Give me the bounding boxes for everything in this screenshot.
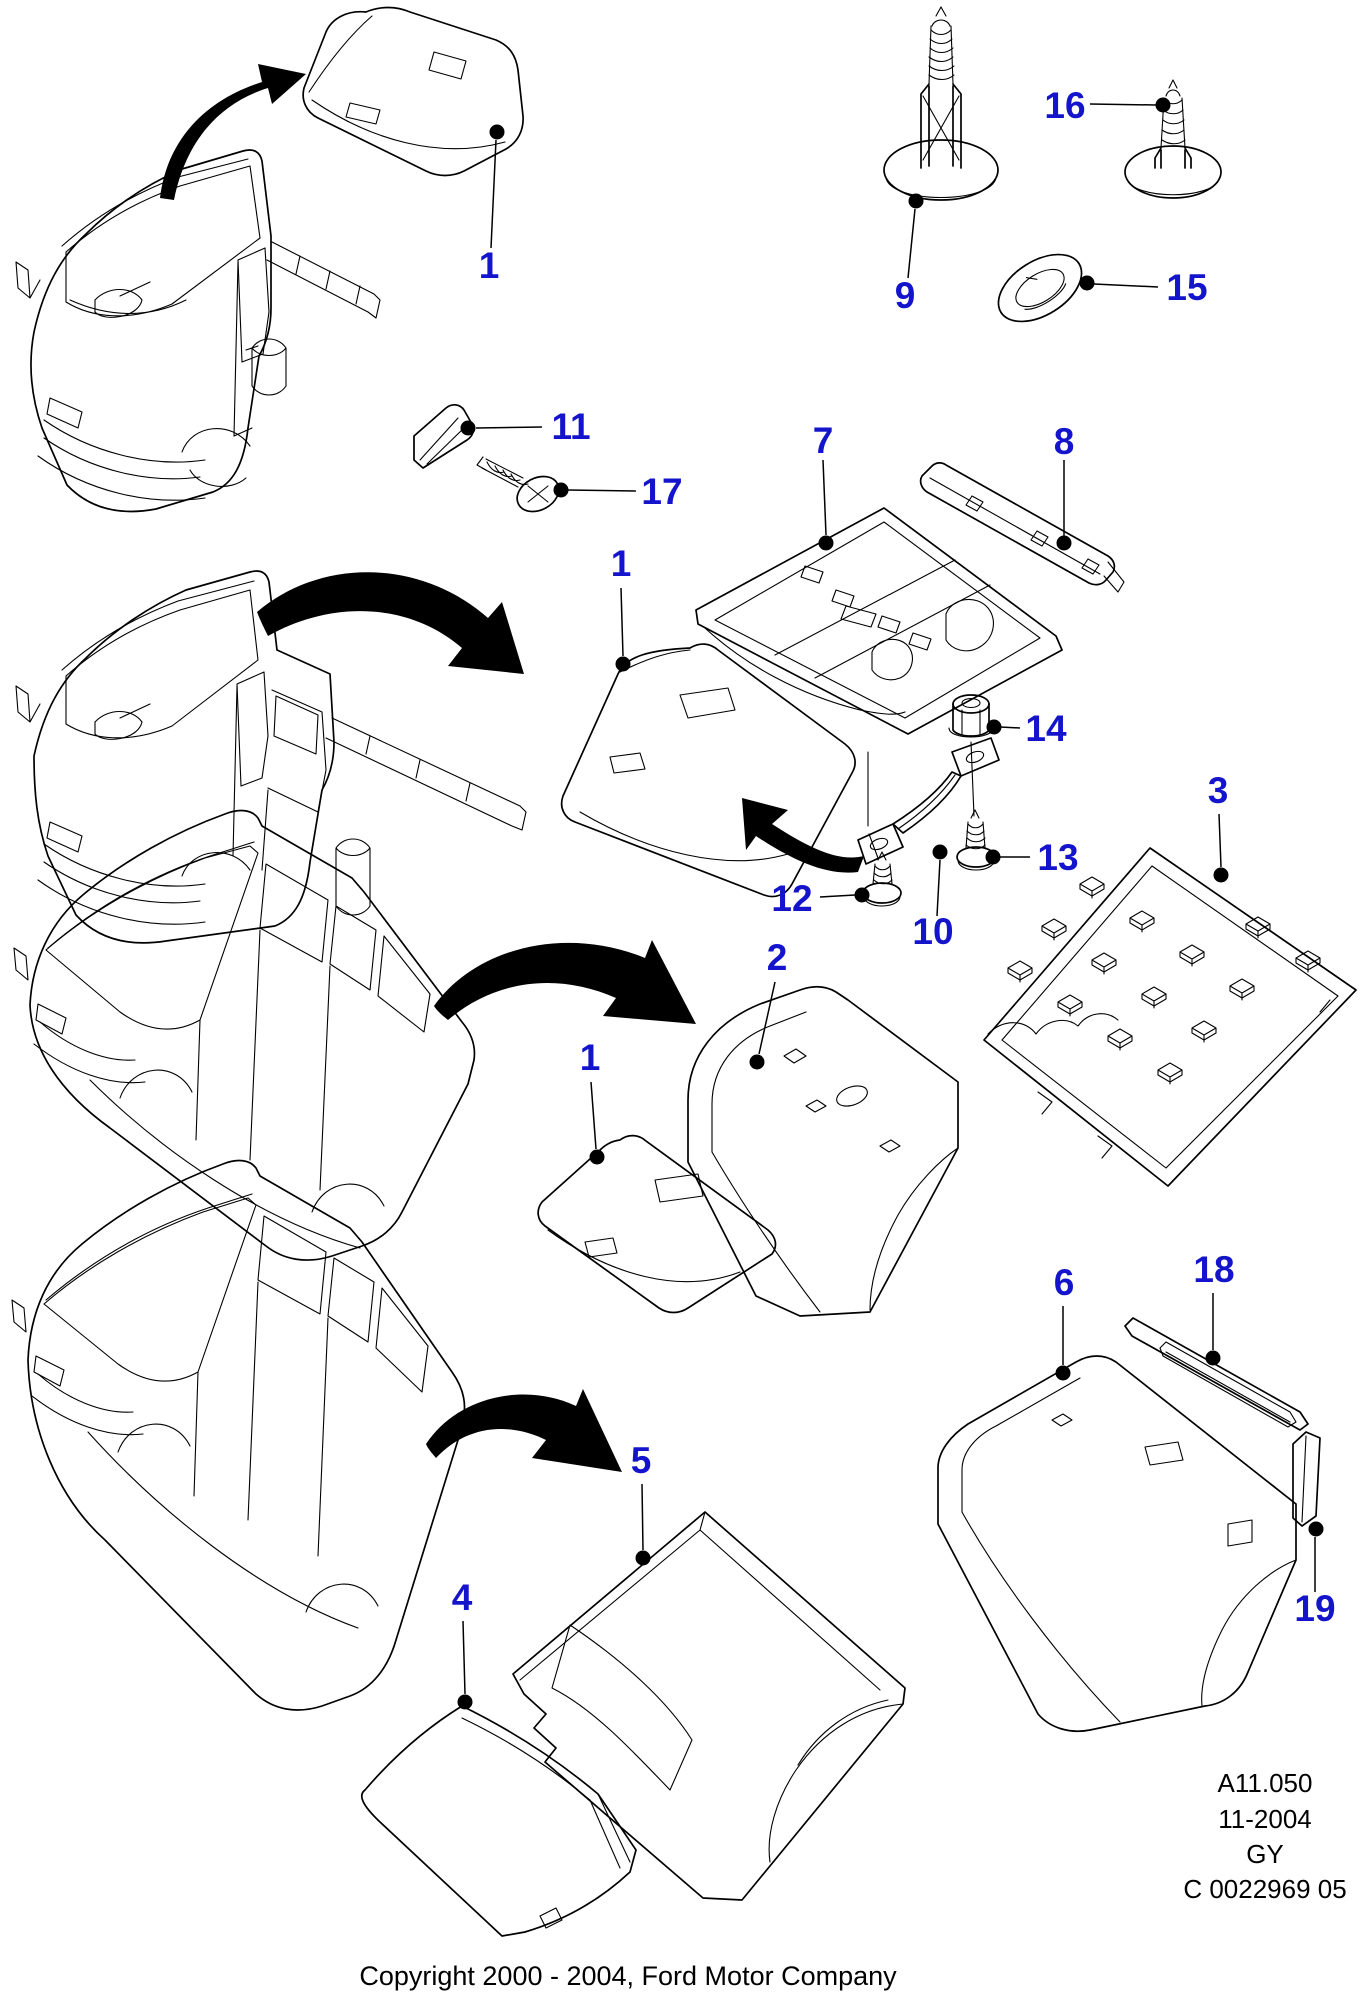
- callout-1b[interactable]: 1: [611, 543, 632, 672]
- transfer-arrow-2: [257, 572, 524, 674]
- svg-text:13: 13: [1037, 837, 1078, 878]
- grommet-15: [997, 253, 1083, 323]
- callout-7[interactable]: 7: [813, 420, 834, 551]
- svg-text:6: 6: [1054, 1262, 1075, 1303]
- svg-text:1: 1: [611, 543, 632, 584]
- van-double-cab-drawing: [15, 570, 527, 944]
- van-long-drawing: [11, 1159, 466, 1711]
- part-headlining-panel-1c: [537, 1134, 777, 1314]
- doc-code: GY: [1246, 1839, 1284, 1869]
- van-minibus-drawing: [13, 809, 476, 1261]
- callout-13[interactable]: 13: [985, 837, 1079, 878]
- svg-text:1: 1: [580, 1037, 601, 1078]
- callout-17[interactable]: 17: [553, 471, 683, 512]
- callout-4[interactable]: 4: [452, 1577, 473, 1710]
- callout-3[interactable]: 3: [1208, 770, 1229, 883]
- part-roof-cover-2: [687, 986, 959, 1317]
- svg-text:4: 4: [452, 1577, 473, 1618]
- part-studded-panel-3: [983, 847, 1357, 1187]
- svg-text:16: 16: [1044, 85, 1085, 126]
- callout-16[interactable]: 16: [1044, 85, 1171, 126]
- callout-1a[interactable]: 1: [479, 124, 505, 287]
- part-windscreen-cover-4: [361, 1705, 637, 1937]
- van-chassis-cab-drawing: [15, 149, 381, 513]
- svg-text:14: 14: [1025, 708, 1067, 749]
- svg-text:3: 3: [1208, 770, 1229, 811]
- part-strip-18: [1124, 1317, 1309, 1431]
- part-roof-cover-5: [512, 1511, 906, 1901]
- callout-8[interactable]: 8: [1054, 421, 1075, 551]
- grab-handle-assembly: [857, 694, 1000, 907]
- callout-10[interactable]: 10: [912, 844, 954, 953]
- copyright-line: Copyright 2000 - 2004, Ford Motor Compan…: [359, 1961, 897, 1991]
- svg-text:12: 12: [771, 878, 812, 919]
- screw-17: [476, 456, 560, 513]
- panel-3-studs: [1007, 876, 1321, 1085]
- doc-reference: A11.050: [1218, 1768, 1313, 1798]
- callout-11[interactable]: 11: [460, 406, 591, 447]
- fastener-tree-clip-9: [883, 6, 999, 201]
- svg-text:7: 7: [813, 420, 834, 461]
- svg-text:11: 11: [551, 406, 590, 447]
- svg-text:9: 9: [895, 275, 916, 316]
- part-headlining-panel-1a: [302, 6, 524, 177]
- svg-text:18: 18: [1193, 1249, 1234, 1290]
- svg-text:1: 1: [479, 245, 500, 286]
- callout-5[interactable]: 5: [631, 1440, 652, 1566]
- callout-9[interactable]: 9: [895, 193, 924, 317]
- callout-15[interactable]: 15: [1079, 267, 1208, 308]
- svg-text:5: 5: [631, 1440, 652, 1481]
- svg-text:10: 10: [912, 911, 953, 952]
- svg-text:17: 17: [641, 471, 682, 512]
- bracket-11: [413, 404, 475, 469]
- svg-text:8: 8: [1054, 421, 1075, 462]
- svg-text:15: 15: [1166, 267, 1207, 308]
- fastener-tree-clip-16: [1124, 79, 1222, 199]
- nut-14: [948, 694, 994, 738]
- transfer-arrow-1: [160, 64, 306, 200]
- callout-1c[interactable]: 1: [580, 1037, 605, 1165]
- transfer-arrow-handle: [742, 798, 864, 873]
- part-roof-cover-6: [937, 1355, 1297, 1733]
- part-strip-19: [1292, 1431, 1321, 1527]
- svg-text:19: 19: [1294, 1588, 1335, 1629]
- svg-text:2: 2: [767, 937, 788, 978]
- doc-drawing-number: C 0022969 05: [1183, 1874, 1346, 1904]
- transfer-arrow-4: [426, 1389, 622, 1472]
- callout-18[interactable]: 18: [1193, 1249, 1235, 1366]
- callout-6[interactable]: 6: [1054, 1262, 1075, 1381]
- callout-14[interactable]: 14: [986, 708, 1067, 749]
- transfer-arrow-3: [434, 940, 696, 1024]
- callout-2[interactable]: 2: [749, 937, 788, 1070]
- doc-date: 11-2004: [1218, 1804, 1312, 1834]
- part-rail-strip-8: [919, 462, 1125, 593]
- part-insulation-panel-7: [695, 507, 1063, 735]
- callout-12[interactable]: 12: [771, 878, 870, 919]
- footer-reference-block: A11.050 11-2004 GY C 0022969 05: [1183, 1768, 1346, 1904]
- callout-19[interactable]: 19: [1294, 1521, 1336, 1630]
